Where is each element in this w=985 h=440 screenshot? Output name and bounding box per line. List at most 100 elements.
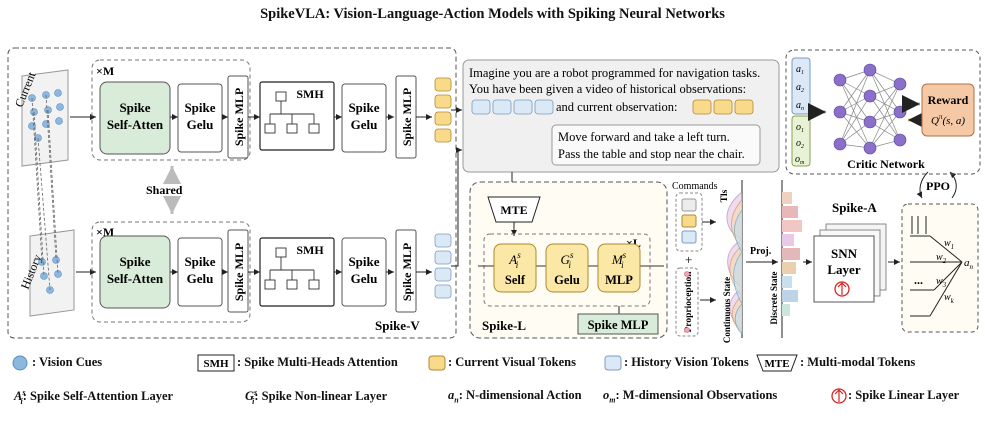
svg-text:o1: o1	[796, 122, 804, 134]
instruction-line2: Pass the table and stop near the chair.	[558, 147, 745, 161]
spike-a-label: Spike-A	[832, 200, 877, 215]
legend-om-desc: : M-dimensional Observations	[615, 388, 778, 402]
ppo-arrow-left	[916, 171, 929, 199]
proprioception-frame	[675, 267, 699, 337]
legend-smh-box	[197, 354, 235, 372]
legend-a-desc: : Spike Self-Attention Layer	[22, 389, 174, 404]
reward-box	[921, 83, 975, 137]
bottom-smh-label: SMH	[296, 243, 324, 257]
svg-text:an: an	[796, 100, 804, 112]
discrete-state-label: Discrete State	[769, 271, 779, 324]
instruction-line1: Move forward and take a left turn.	[558, 130, 730, 144]
continuous-state-label: Continuous State	[722, 277, 732, 343]
spike-linear-icon	[834, 281, 850, 297]
svg-text:o2: o2	[796, 138, 804, 150]
legend-an-desc: : N-dimensional Action	[458, 388, 582, 402]
shared-label: Shared	[146, 183, 183, 197]
top-smh-tree-icon	[264, 91, 320, 134]
legend-vision-cue-dot	[12, 355, 28, 371]
legend-current-token	[428, 355, 446, 371]
top-gelu2-box	[341, 83, 387, 153]
top-spike-mlp-label: Spike MLP	[232, 88, 246, 146]
bottom-self-atten-line1: Spike	[119, 254, 150, 269]
reward-label: Reward	[928, 93, 969, 107]
legend-mte-box-label: MTE	[764, 358, 789, 370]
top-smh-label: SMH	[296, 87, 324, 101]
mte-block	[487, 196, 541, 223]
top-repeat-frame	[91, 59, 251, 161]
bottom-spike-mlp-label: Spike MLP	[232, 243, 246, 301]
legend-mte-trapezoid	[756, 354, 798, 372]
critic-observation-inputs	[791, 115, 811, 167]
ppo-label: PPO	[926, 179, 950, 193]
action-weights-diagram	[910, 216, 963, 317]
legend-om-symbol: om: M-dimensional Observations	[603, 388, 778, 405]
bottom-spike-mlp2-box	[395, 229, 417, 313]
top-self-atten-line2: Self-Atten	[107, 117, 164, 132]
mlp-layer-box	[597, 243, 641, 293]
prompt-history-tokens	[471, 99, 554, 115]
spike-l-label: Spike-L	[482, 318, 526, 333]
critic-network-graph	[839, 69, 901, 149]
legend-an-symbol: an: N-dimensional Action	[448, 388, 582, 405]
bottom-spike-mlp-box	[227, 229, 249, 313]
top-gelu2-line2: Gelu	[351, 117, 378, 132]
prompt-line2: You have been given a video of historica…	[469, 82, 746, 96]
cue-correspondence-lines	[31, 94, 59, 291]
bottom-gelu-line2: Gelu	[187, 271, 214, 286]
critic-network-label: Critic Network	[847, 157, 925, 171]
instruction-box	[551, 124, 761, 166]
weight-wk: wk	[944, 292, 955, 305]
legend-vision-cues: : Vision Cues	[32, 355, 103, 369]
spike-l-mlp-label: Spike MLP	[588, 318, 649, 332]
bottom-gelu2-line1: Spike	[348, 254, 379, 269]
self-layer-box	[493, 243, 537, 293]
top-gelu-line1: Spike	[184, 100, 215, 115]
snn-line2: Layer	[827, 262, 860, 277]
bottom-gelu-line1: Spike	[184, 254, 215, 269]
weight-ellipsis: ...	[914, 273, 923, 287]
self-layer-label: Self	[505, 273, 526, 287]
history-to-prompt	[451, 147, 462, 267]
legend-smh-box-label: SMH	[203, 358, 229, 370]
svg-text:a2: a2	[796, 82, 804, 94]
bottom-gelu2-line2: Gelu	[351, 271, 378, 286]
top-gelu-line2: Gelu	[187, 117, 214, 132]
legend-current-tokens: : Current Visual Tokens	[448, 355, 576, 369]
history-image-panel	[29, 229, 75, 317]
bottom-self-atten-line2: Self-Atten	[107, 271, 164, 286]
top-gelu2-line1: Spike	[348, 100, 379, 115]
legend-row-1: SMH MTE	[12, 354, 847, 404]
current-token-stack	[434, 77, 452, 143]
gelu-layer-label: Gelu	[554, 273, 580, 287]
legend-g-symbol: Gsi: Spike Non-linear Layer	[245, 388, 388, 406]
proprio-dots	[684, 271, 690, 333]
weight-w1: w1	[944, 238, 954, 251]
svg-text:om: om	[795, 154, 805, 166]
legend-history-tokens: : History Vision Tokens	[624, 355, 749, 369]
history-token-stack	[434, 233, 452, 299]
commands-label: Commands	[672, 181, 718, 192]
history-vision-cues	[38, 256, 62, 294]
prompt-line1: Imagine you are a robot programmed for n…	[469, 66, 760, 80]
bottom-smh-tree-icon	[264, 247, 320, 290]
bottom-spike-mlp2-label: Spike MLP	[400, 243, 414, 301]
mte-label: MTE	[500, 203, 527, 217]
current-image-panel	[21, 69, 69, 167]
discrete-state-plot	[781, 180, 802, 338]
ppo-arrow-right	[949, 171, 957, 199]
spike-l-mlp-box	[577, 313, 659, 335]
top-self-atten-box	[99, 81, 171, 155]
top-repeat-label: ×M	[96, 64, 114, 78]
proprioception-label: Proprioception	[684, 271, 694, 333]
mlp-layer-label: MLP	[605, 273, 633, 287]
legend-smh-desc: : Spike Multi-Heads Attention	[237, 355, 398, 369]
legend-a-symbol: Asi: Spike Self-Attention Layer	[14, 388, 174, 406]
spike-l-repeat-frame	[483, 233, 651, 307]
q-value: Qπ(s, a)	[931, 113, 965, 127]
svg-text:a1: a1	[796, 64, 804, 76]
